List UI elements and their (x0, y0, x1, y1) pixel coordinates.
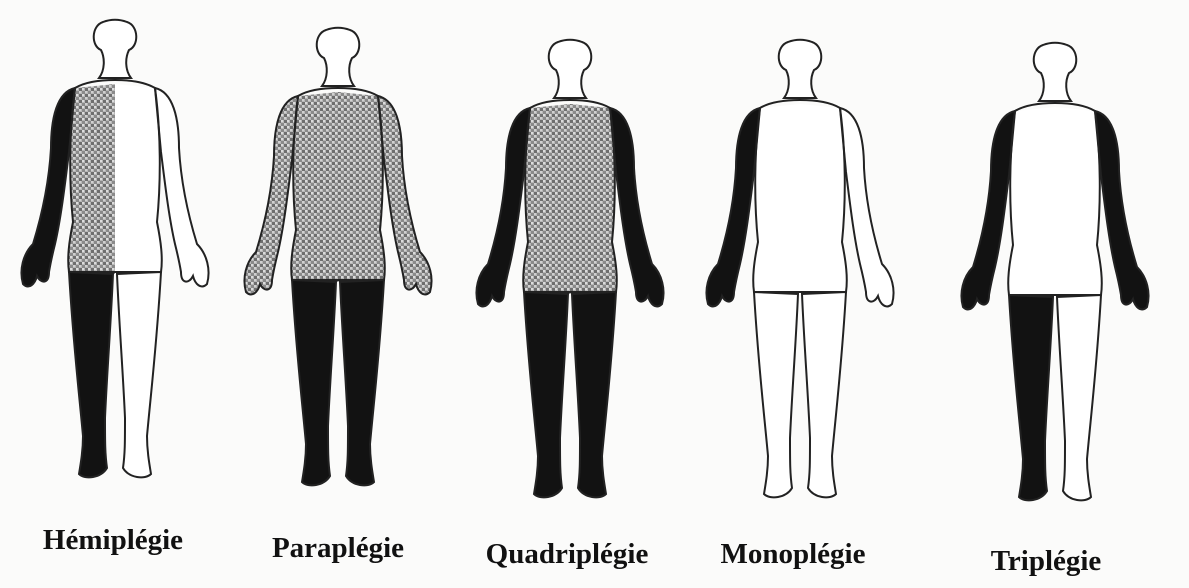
label-hemiplegie: Hémiplégie (43, 524, 183, 557)
monoplegie-trunk-right (800, 104, 847, 294)
figure-hemiplegie (21, 20, 208, 478)
paraplegie-right-arm (378, 96, 432, 294)
hemiplegie-right-leg (117, 272, 161, 477)
triplegie-left-arm (961, 111, 1015, 309)
hemiplegie-trunk-left (68, 84, 115, 274)
paraplegie-head (317, 28, 360, 86)
hemiplegie-right-arm (155, 88, 209, 286)
figure-paraplegie (244, 28, 431, 486)
monoplegie-left-arm (706, 108, 760, 306)
triplegie-trunk-right (1055, 107, 1102, 297)
quadriplegie-right-leg (572, 292, 616, 497)
hemiplegie-trunk-right (115, 84, 162, 274)
hemiplegie-head (94, 20, 137, 78)
quadriplegie-trunk-left (523, 104, 570, 294)
figure-quadriplegie (476, 40, 663, 498)
paraplegie-left-leg (292, 280, 336, 485)
hemiplegie-left-arm (21, 88, 75, 286)
quadriplegie-head (549, 40, 592, 98)
figure-monoplegie (706, 40, 893, 498)
quadriplegie-right-arm (610, 108, 664, 306)
paraplegie-trunk-right (338, 92, 385, 282)
quadriplegie-trunk-right (570, 104, 617, 294)
label-monoplegie: Monoplégie (721, 538, 866, 571)
triplegie-right-leg (1057, 295, 1101, 500)
label-paraplegie: Paraplégie (272, 532, 404, 565)
quadriplegie-left-leg (524, 292, 568, 497)
monoplegie-right-arm (840, 108, 894, 306)
paraplegie-right-leg (340, 280, 384, 485)
monoplegie-head (779, 40, 822, 98)
monoplegie-right-leg (802, 292, 846, 497)
paraplegie-trunk-left (291, 92, 338, 282)
label-quadriplegie: Quadriplégie (486, 538, 649, 571)
quadriplegie-left-arm (476, 108, 530, 306)
monoplegie-trunk-left (753, 104, 800, 294)
hemiplegie-left-leg (69, 272, 113, 477)
triplegie-right-arm (1095, 111, 1149, 309)
triplegie-head (1034, 43, 1077, 101)
triplegie-trunk-left (1008, 107, 1055, 297)
monoplegie-left-leg (754, 292, 798, 497)
triplegie-left-leg (1009, 295, 1053, 500)
label-triplegie: Triplégie (991, 545, 1102, 578)
figure-triplegie (961, 43, 1148, 501)
paraplegie-left-arm (244, 96, 298, 294)
